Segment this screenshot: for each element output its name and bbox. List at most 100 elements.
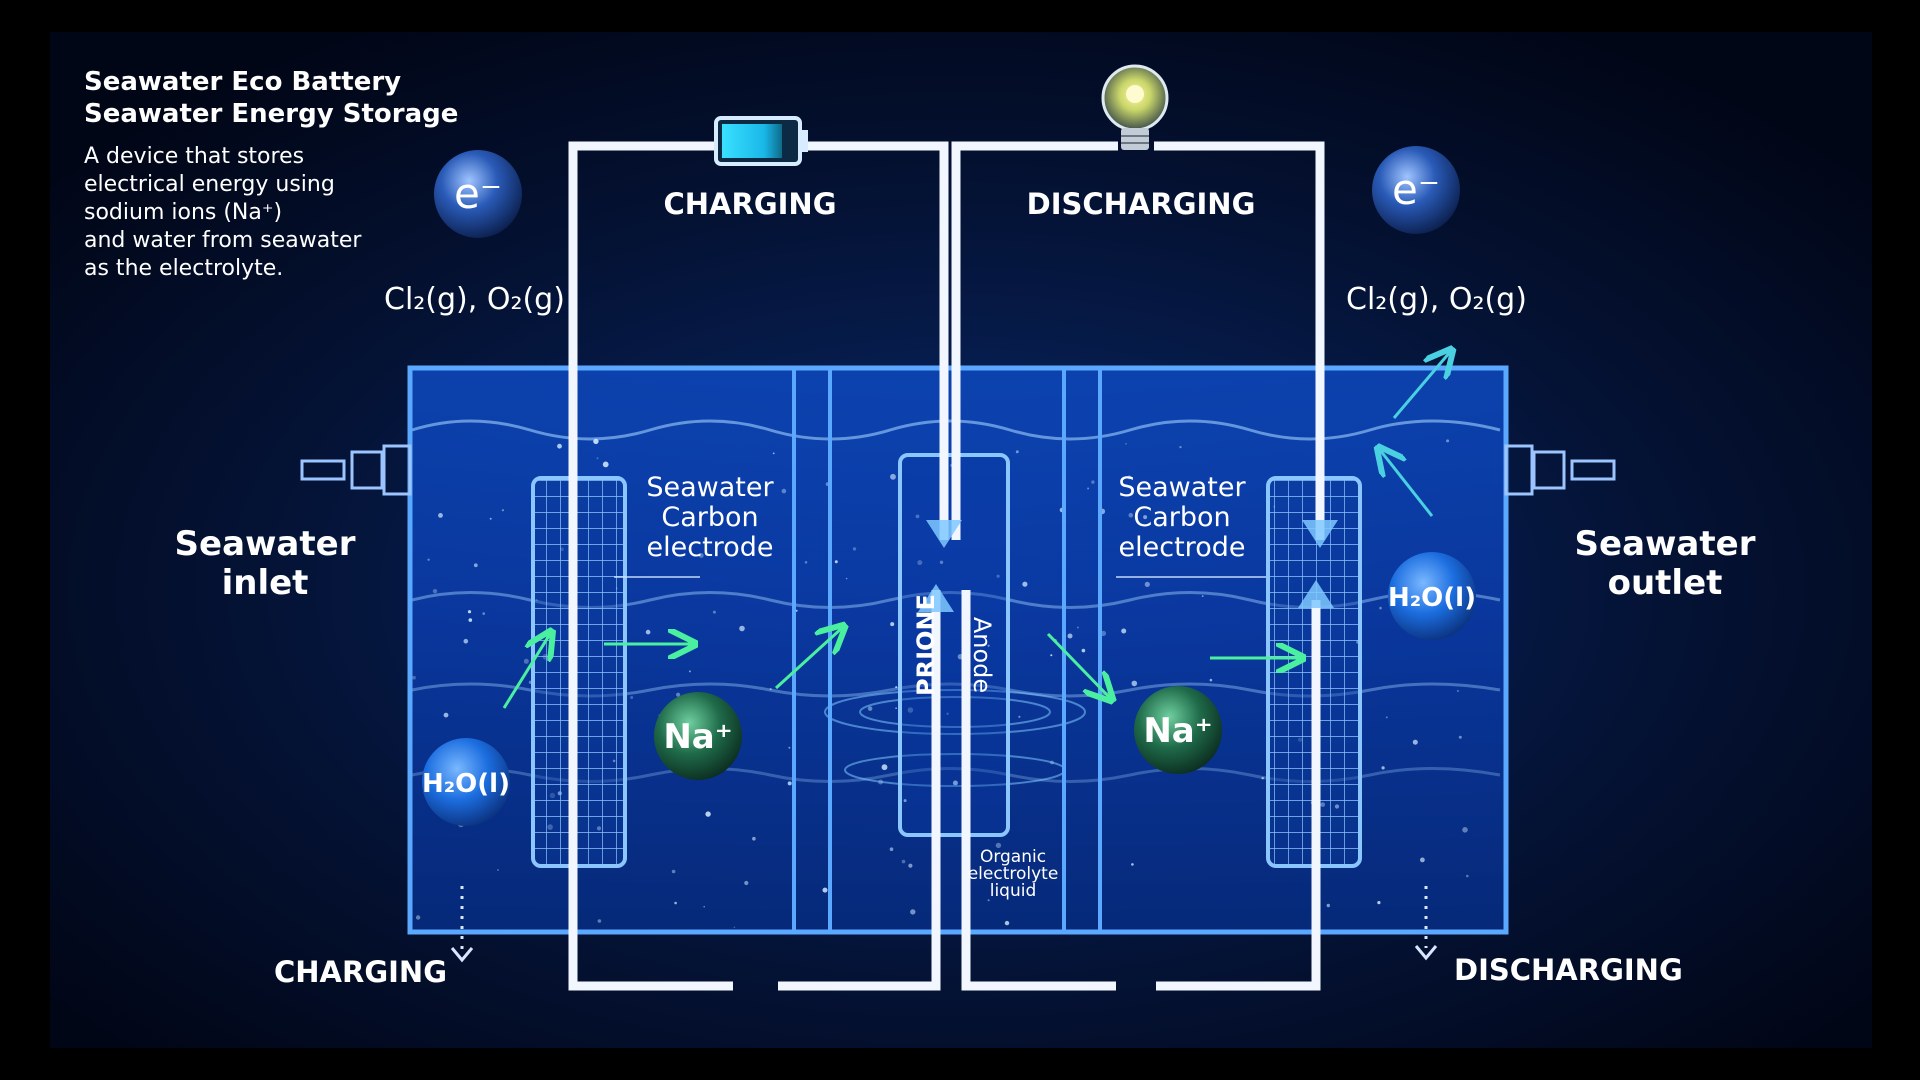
sodium-ion-left: Na⁺ [654, 692, 742, 780]
water-label-right: H₂O(l) [1388, 583, 1476, 613]
sparkle-dot [1121, 628, 1127, 634]
right-electrode-label: Seawater Carbon electrode [1118, 472, 1246, 563]
sparkle-dot [703, 905, 705, 908]
outlet-pipe [1504, 444, 1616, 496]
sparkle-dot [744, 880, 749, 886]
sparkle-dot [952, 780, 958, 786]
sparkle-dot [795, 609, 798, 612]
sparkle-dot [676, 692, 681, 697]
sparkle-dot [987, 899, 990, 902]
water-molecule-left: H₂O(l) [422, 738, 510, 826]
sparkle-dot [602, 461, 609, 468]
anode-label: Anode [968, 617, 996, 693]
sparkle-dot [822, 887, 828, 893]
sparkle-dot [1201, 595, 1204, 597]
seawater-inlet-label: Seawater inlet [175, 524, 356, 603]
sparkle-dot [787, 781, 792, 786]
sparkle-dot [867, 706, 873, 711]
current-flow-arrows [918, 520, 1338, 612]
sodium-ion-label-right: Na⁺ [1143, 711, 1212, 751]
sparkle-dot [557, 443, 562, 449]
sparkle-dot [1446, 439, 1450, 443]
title-line-2: Seawater Energy Storage [84, 99, 458, 129]
sparkle-dot [1018, 715, 1021, 718]
sparkle-dot [1076, 626, 1079, 629]
sparkle-dot [889, 847, 894, 851]
description-line: and water from seawater [84, 228, 362, 253]
discharging-label-top: DISCHARGING [1027, 187, 1256, 221]
sparkle-dot [523, 658, 529, 664]
sparkle-dot [489, 517, 492, 520]
sparkle-dot [688, 670, 691, 673]
sparkle-dot [1420, 857, 1425, 863]
electrode-label-line: Carbon [1133, 502, 1230, 533]
sparkle-dot [501, 509, 504, 512]
sparkle-dot [427, 558, 430, 561]
sparkle-dot [739, 625, 745, 632]
sparkle-dot [1412, 739, 1418, 745]
sparkle-dot [1127, 475, 1132, 480]
sparkle-dot [1100, 630, 1107, 637]
charging-label-bottom: CHARGING [274, 955, 447, 989]
sparkle-dot [497, 869, 499, 871]
circuit-wires [568, 141, 1325, 991]
sparkle-dot [890, 473, 896, 480]
sparkle-dot [1261, 777, 1264, 780]
sparkle-dot [788, 746, 791, 749]
sparkle-dot [705, 811, 711, 817]
sparkle-dot [1457, 690, 1459, 692]
sparkle-dot [1143, 515, 1148, 520]
description: A device that stores electrical energy u… [84, 144, 362, 281]
description-line: electrical energy using [84, 172, 335, 197]
sparkle-dot [443, 712, 449, 718]
sparkle-dot [593, 438, 599, 445]
water-label-left: H₂O(l) [422, 769, 510, 799]
outlet-label-line: outlet [1608, 563, 1723, 603]
water-molecule-right: H₂O(l) [1388, 552, 1476, 640]
inlet-label-line: inlet [222, 563, 309, 603]
sparkle-dot [1377, 901, 1381, 905]
sparkle-dot [907, 707, 914, 713]
electrode-label-line: electrode [647, 532, 774, 563]
sparkle-dot [1022, 581, 1028, 587]
sparkle-dot [1462, 827, 1468, 833]
organic-label-line: electrolyte [968, 864, 1059, 884]
sparkle-dot [1466, 874, 1469, 878]
sparkle-dot [1125, 443, 1127, 445]
sparkle-dot [769, 688, 772, 691]
sparkle-dot [1458, 735, 1462, 739]
sparkle-dot [1067, 633, 1073, 639]
sparkle-dot [438, 513, 443, 518]
sparkle-dot [597, 919, 602, 923]
sparkle-dot [1050, 654, 1053, 657]
sparkle-dot [432, 589, 438, 594]
sparkle-dot [1131, 863, 1134, 866]
sparkle-dot [463, 638, 469, 644]
discharging-label-bottom: DISCHARGING [1454, 953, 1683, 987]
sparkle-dot [1128, 512, 1134, 518]
sparkle-dot [482, 612, 486, 615]
electrode-label-line: electrode [1119, 532, 1246, 563]
sparkle-dot [1144, 581, 1150, 588]
charging-label-top: CHARGING [664, 187, 837, 221]
light-bulb-icon [1101, 64, 1169, 150]
sparkle-dot [1381, 766, 1385, 770]
sparkle-dot [895, 686, 898, 689]
sparkle-dot [467, 610, 472, 614]
sparkle-dot [987, 644, 990, 647]
sparkle-dot [895, 707, 897, 709]
sodium-ion-right: Na⁺ [1134, 686, 1222, 774]
sparkle-dot [1326, 903, 1331, 908]
sparkle-dot [996, 574, 1000, 578]
sparkle-dot [630, 696, 634, 699]
sparkle-dot [473, 563, 478, 568]
sparkle-dot [1385, 716, 1388, 719]
electrode-label-line: Seawater [646, 472, 774, 503]
electron-right: e⁻ [1372, 146, 1460, 234]
gas-label-left: Cl₂(g), O₂(g) [384, 282, 565, 317]
sparkle-dot [995, 842, 1002, 849]
sparkle-dot [674, 901, 677, 905]
inlet-label-line: Seawater [175, 524, 356, 564]
sparkle-dot [712, 610, 716, 614]
